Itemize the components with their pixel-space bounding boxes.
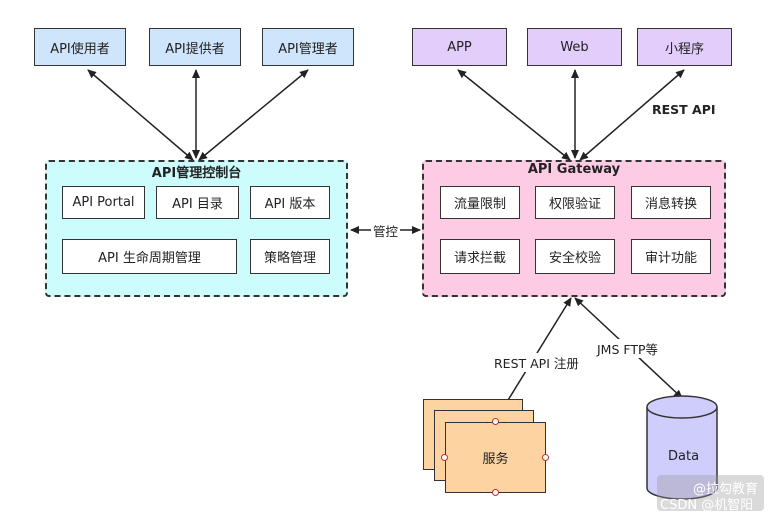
client-web: Web <box>527 28 622 66</box>
gateway-item-intercept-label: 请求拦截 <box>453 251 506 266</box>
client-web-label: Web <box>560 39 589 55</box>
jms-label: JMS FTP等 <box>597 339 659 358</box>
watermark-backdrop <box>657 475 764 511</box>
client-api-provider: API提供者 <box>149 28 241 66</box>
service-handle-right <box>542 454 549 461</box>
gateway-item-auth-label: 权限验证 <box>548 197 601 212</box>
arrow-app-gateway <box>457 69 571 161</box>
client-api-user-label: API使用者 <box>50 41 110 57</box>
console-item-catalog: API 目录 <box>156 186 239 219</box>
console-item-version-label: API 版本 <box>264 197 316 212</box>
gateway-item-audit-label: 审计功能 <box>644 251 697 266</box>
arrow-miniprogram-gateway <box>579 69 685 161</box>
rest-api-label: REST API <box>652 102 716 117</box>
client-api-manager-label: API管理者 <box>278 41 338 57</box>
gateway-item-intercept: 请求拦截 <box>440 239 520 274</box>
gateway-item-rate-limit-label: 流量限制 <box>453 197 506 212</box>
service-label: 服务 <box>482 452 509 467</box>
client-miniprogram-label: 小程序 <box>664 41 704 57</box>
api-console-panel: API管理控制台 <box>45 160 348 297</box>
console-item-policy-label: 策略管理 <box>263 251 316 266</box>
console-item-catalog-label: API 目录 <box>172 197 223 212</box>
client-api-user: API使用者 <box>34 28 126 66</box>
client-app: APP <box>412 28 507 66</box>
console-item-portal-label: API Portal <box>72 195 135 210</box>
client-app-label: APP <box>447 39 472 55</box>
service-handle-bottom <box>492 489 499 496</box>
client-api-manager: API管理者 <box>262 28 354 66</box>
service-handle-top <box>492 418 499 425</box>
gateway-item-security: 安全校验 <box>535 239 615 274</box>
gateway-item-rate-limit: 流量限制 <box>440 186 520 219</box>
api-console-title: API管理控制台 <box>151 166 242 181</box>
service-card: 服务 <box>445 422 546 493</box>
watermark-csdn: CSDN @机智阳 <box>660 498 754 513</box>
data-label: Data <box>668 449 700 464</box>
data-cylinder <box>646 395 718 500</box>
service-handle-left <box>441 454 448 461</box>
client-api-provider-label: API提供者 <box>165 41 225 57</box>
gateway-item-security-label: 安全校验 <box>548 251 601 266</box>
gateway-item-transform: 消息转换 <box>631 186 711 219</box>
control-label: 管控 <box>371 221 401 240</box>
console-item-version: API 版本 <box>250 186 330 219</box>
arrow-manager-console <box>198 69 309 161</box>
register-label: REST API 注册 <box>494 353 579 372</box>
watermark-lagou: @拉勾教育 <box>693 482 759 497</box>
gateway-item-audit: 审计功能 <box>631 239 711 274</box>
gateway-item-transform-label: 消息转换 <box>644 197 697 212</box>
console-item-policy: 策略管理 <box>250 239 330 274</box>
console-item-portal: API Portal <box>62 186 145 219</box>
api-gateway-panel: API Gateway <box>422 160 726 297</box>
gateway-item-auth: 权限验证 <box>535 186 615 219</box>
api-gateway-title: API Gateway <box>527 162 621 177</box>
arrow-user-console <box>87 69 194 161</box>
client-miniprogram: 小程序 <box>637 28 732 66</box>
console-item-lifecycle-label: API 生命周期管理 <box>98 251 201 266</box>
console-item-lifecycle: API 生命周期管理 <box>62 239 237 274</box>
